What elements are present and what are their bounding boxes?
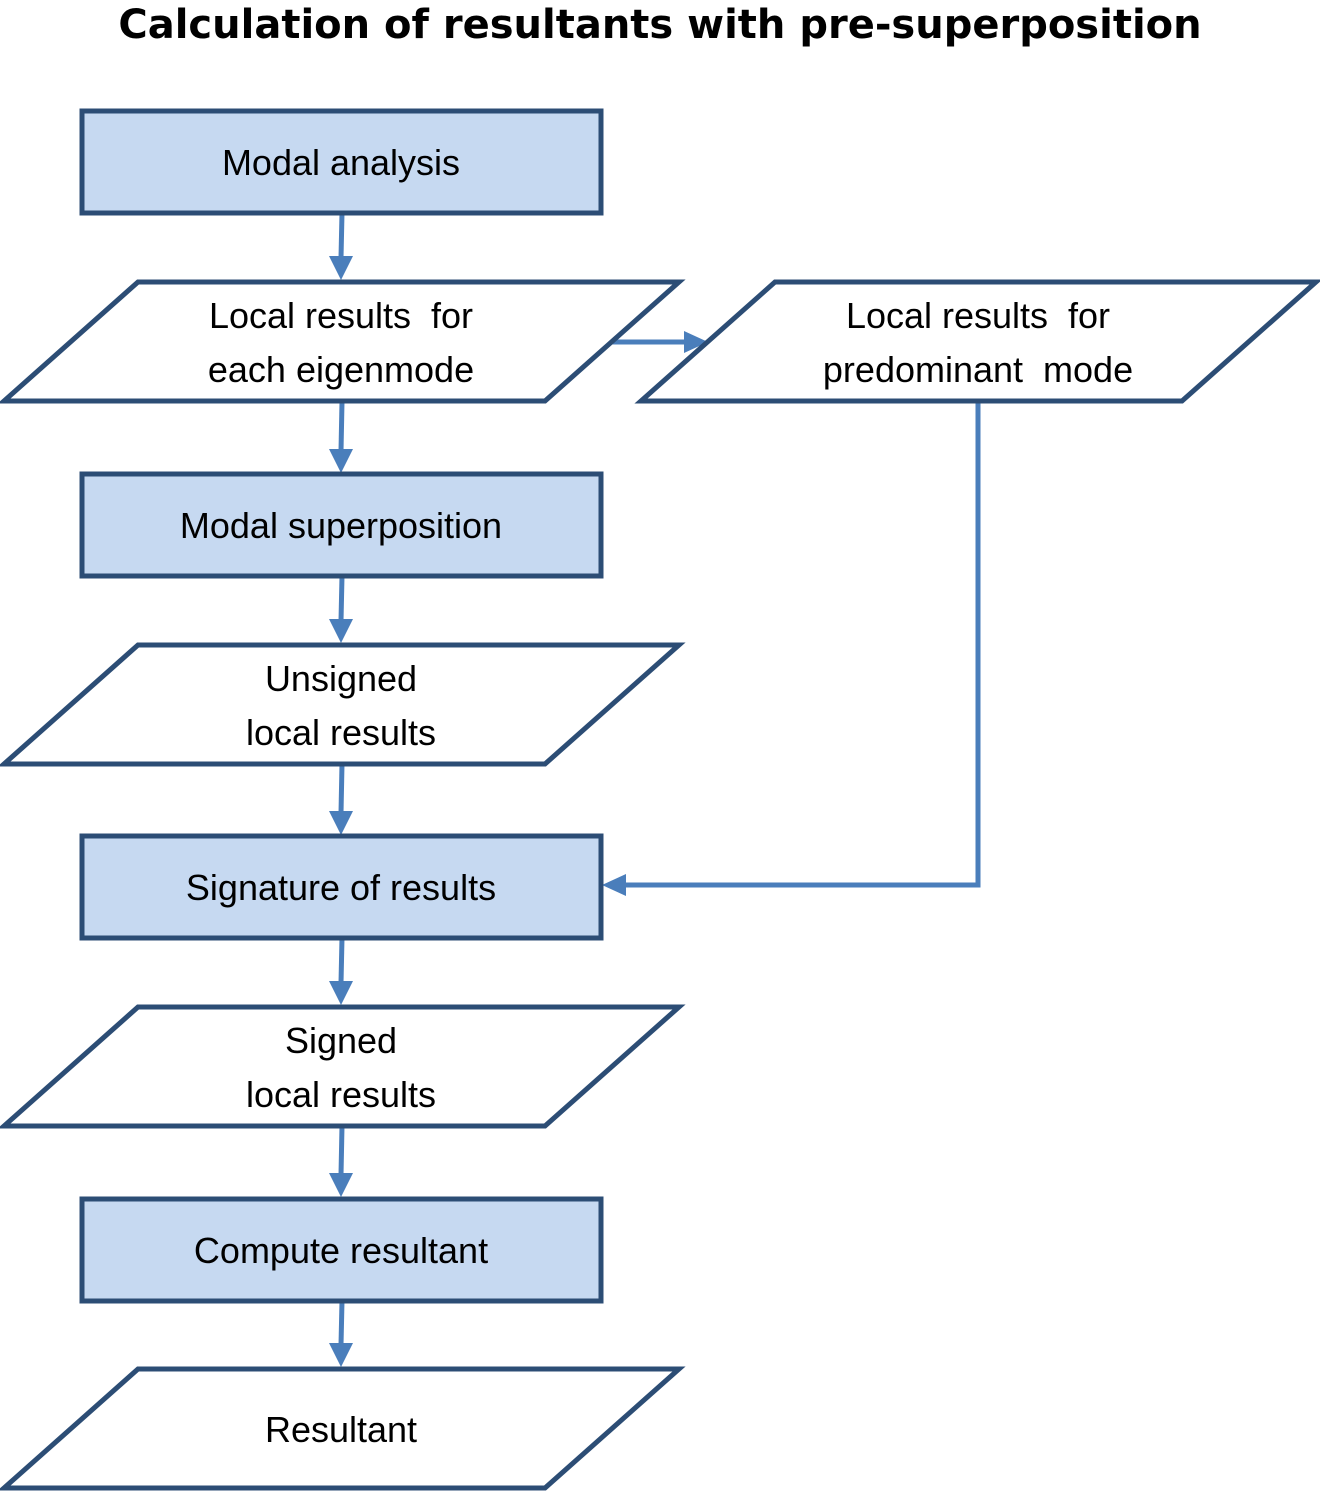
- arrowhead-5: [329, 811, 353, 835]
- diagram-title: Calculation of resultants with pre-super…: [118, 2, 1202, 48]
- node-local-results-each-eigenmode: Local results for each eigenmode: [0, 279, 686, 404]
- node-unsigned-local-results: Unsigned local results: [0, 642, 686, 767]
- arrowhead-9: [329, 1343, 353, 1367]
- arrowhead-6: [602, 874, 626, 896]
- node-label-line: Resultant: [265, 1409, 417, 1450]
- arrowhead-8: [329, 1173, 353, 1197]
- node-modal-superposition: Modal superposition: [79, 471, 604, 579]
- node-resultant: Resultant: [0, 1366, 686, 1491]
- arrow-compute-to-resultant: [338, 1300, 345, 1346]
- node-modal-analysis: Modal analysis: [79, 108, 604, 216]
- node-label-line: Signature of results: [186, 867, 496, 908]
- node-label-line: predominant mode: [823, 349, 1133, 390]
- arrow-signed-to-compute: [338, 1125, 345, 1176]
- node-label-line: Compute resultant: [194, 1230, 488, 1271]
- arrowhead-2: [684, 331, 708, 353]
- arrowhead-4: [329, 619, 353, 643]
- node-label-line: Modal superposition: [180, 505, 502, 546]
- connectors: [329, 212, 981, 1367]
- node-compute-resultant: Compute resultant: [79, 1196, 604, 1304]
- arrow-modal-analysis-to-local-results: [338, 212, 345, 259]
- node-label-line: local results: [246, 712, 436, 753]
- arrow-superposition-to-unsigned: [338, 575, 345, 622]
- arrow-local-results-to-superposition: [338, 401, 345, 452]
- arrow-signature-to-signed: [338, 937, 345, 984]
- arrowhead-3: [329, 449, 353, 473]
- node-label-line: Local results for: [846, 295, 1110, 336]
- node-local-results-predominant-mode: Local results for predominant mode: [634, 279, 1320, 404]
- node-label-line: Signed: [285, 1020, 397, 1061]
- arrow-predominant-to-signature: [624, 401, 981, 888]
- node-label-line: local results: [246, 1074, 436, 1115]
- node-label-line: Local results for: [209, 295, 473, 336]
- node-signature-of-results: Signature of results: [79, 833, 604, 941]
- arrowhead-7: [329, 981, 353, 1005]
- node-signed-local-results: Signed local results: [0, 1004, 686, 1129]
- node-label-line: Modal analysis: [222, 142, 460, 183]
- node-label-line: each eigenmode: [208, 349, 474, 390]
- node-label-line: Unsigned: [265, 658, 417, 699]
- arrowhead-1: [329, 256, 353, 280]
- arrow-unsigned-to-signature: [338, 763, 345, 814]
